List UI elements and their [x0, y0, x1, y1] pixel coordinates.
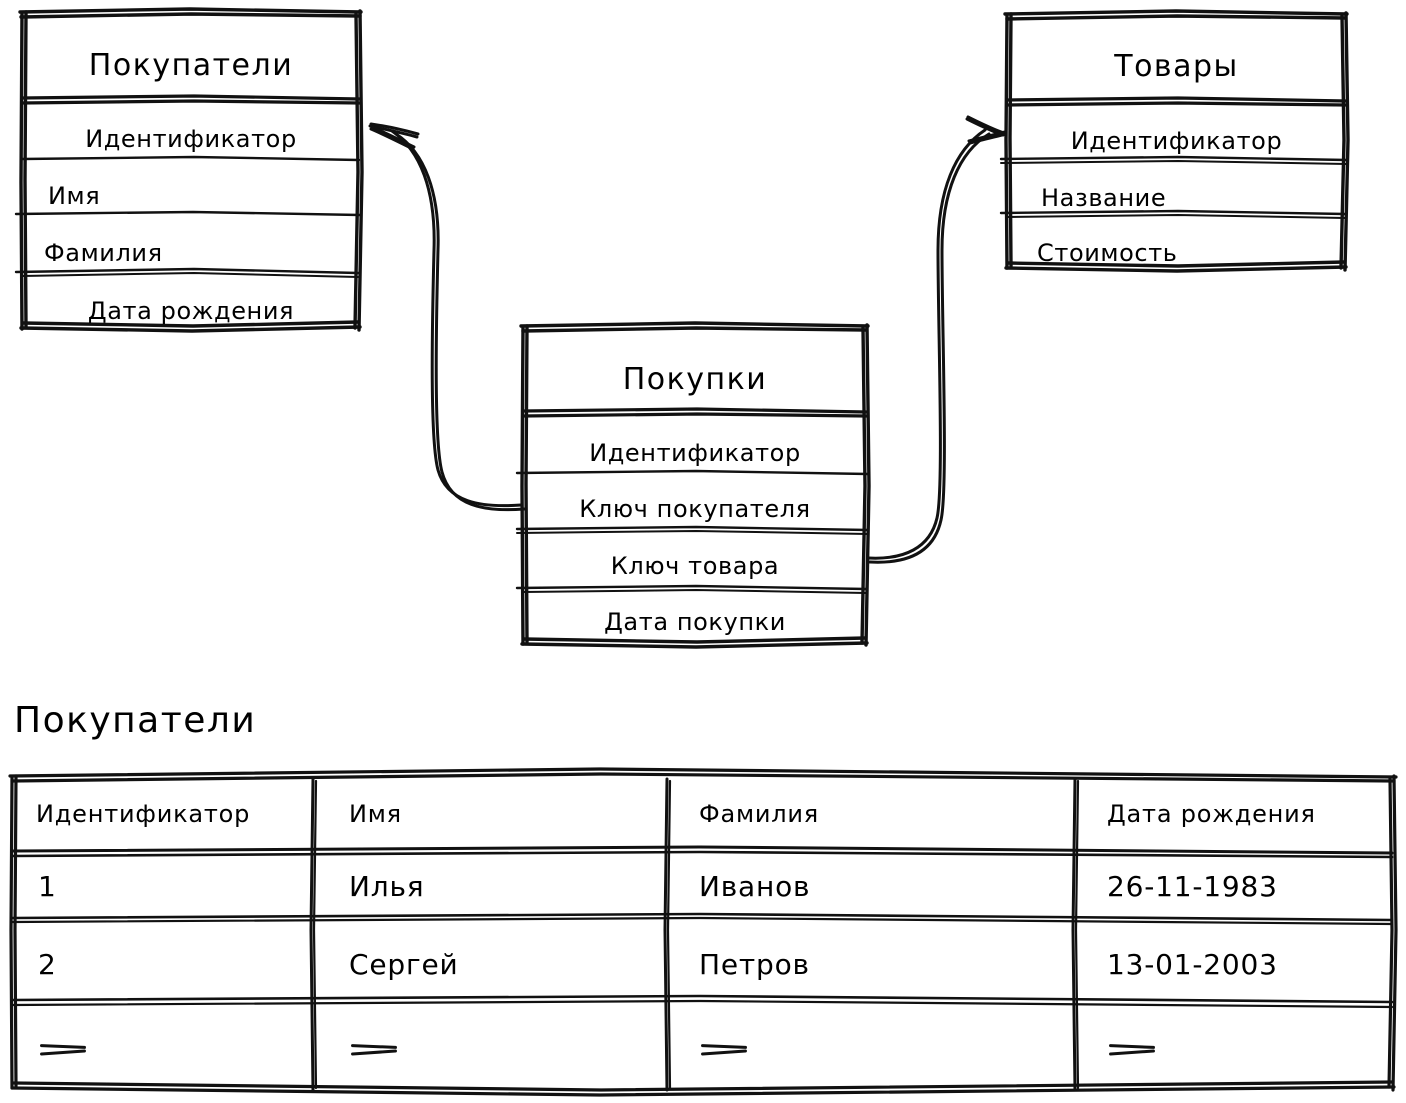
table-row-2-cell-1: —: [313, 1010, 667, 1090]
entity-products-title: Товары: [1114, 48, 1239, 84]
table-row-0-cell-3: 26-11-1983: [1107, 869, 1278, 903]
table-row-2-cell-0: —: [10, 1010, 313, 1090]
entity-box-customers-separators: [14, 94, 362, 278]
datatable[interactable]: Идентификатор Имя Фамилия Дата рождения …: [10, 772, 1396, 1092]
datatable-header-cell-2: Фамилия: [699, 800, 820, 828]
datatable-header-cell-1: Имя: [349, 800, 402, 828]
entity-products-field-id: Идентификатор: [1070, 127, 1283, 155]
table-row-1-cell-1: Сергей: [349, 948, 459, 981]
datatable-grid: [8, 767, 1398, 1097]
entity-customers[interactable]: Покупатели Идентификатор Имя Фамилия Дат…: [20, 10, 362, 330]
table-row-2-cell-3: —: [1075, 1010, 1396, 1090]
table-row-1-cell-2: Петров: [699, 948, 810, 981]
entity-box-products-outline: [1003, 9, 1350, 273]
entity-box-products-separators: [999, 96, 1349, 219]
entity-products-field-name: Название: [1041, 183, 1167, 212]
table-row-1-cell-0: 2: [38, 948, 57, 981]
entity-purchases-field-purchase-date: Дата покупки: [604, 608, 786, 636]
entity-customers-field-lastname: Фамилия: [44, 238, 163, 267]
entity-box-purchases-separators: [515, 407, 870, 594]
table-row-0-cell-0: 1: [38, 869, 57, 903]
entity-purchases-field-customer-key: Ключ покупателя: [579, 495, 811, 523]
datatable-header-cell-0: Идентификатор: [36, 800, 251, 828]
entity-customers-field-birthdate: Дата рождения: [87, 296, 295, 325]
ellipsis-dash-icon: [40, 1043, 86, 1057]
entity-box-customers-outline: [18, 7, 364, 333]
entity-purchases-field-id: Идентификатор: [589, 438, 801, 467]
entity-purchases-field-product-key: Ключ товара: [610, 551, 780, 580]
relation-purchase-to-customer: [368, 122, 526, 512]
entity-products-field-price: Стоимость: [1037, 238, 1178, 267]
datatable-header-cell-3: Дата рождения: [1107, 800, 1316, 828]
table-row-1-cell-3: 13-01-2003: [1107, 948, 1278, 981]
ellipsis-dash-icon: [1109, 1043, 1155, 1057]
entity-customers-field-id: Идентификатор: [85, 125, 297, 153]
entity-customers-field-firstname: Имя: [48, 182, 101, 210]
entity-products[interactable]: Товары Идентификатор Название Стоимость: [1005, 12, 1348, 270]
datatable-title: Покупатели: [14, 700, 257, 741]
table-row-0-cell-1: Илья: [349, 869, 425, 903]
ellipsis-dash-icon: [351, 1043, 397, 1057]
ellipsis-dash-icon: [701, 1043, 747, 1057]
table-row-2-cell-2: —: [667, 1010, 1075, 1090]
entity-purchases-title: Покупки: [622, 361, 768, 397]
relation-purchase-to-product: [866, 115, 1008, 564]
entity-customers-title: Покупатели: [88, 47, 294, 83]
entity-purchases[interactable]: Покупки Идентификатор Ключ покупателя Кл…: [521, 324, 869, 646]
table-row-0-cell-2: Иванов: [699, 869, 811, 903]
